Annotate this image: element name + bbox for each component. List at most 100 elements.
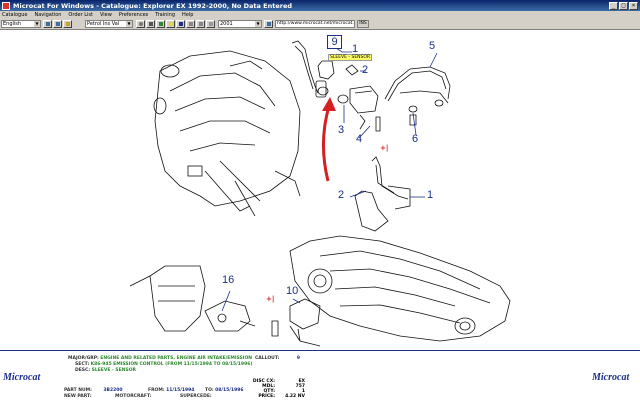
from-row: FROM: 11/15/1994 <box>148 388 194 393</box>
print-icon <box>148 22 153 26</box>
menu-view[interactable]: View <box>99 12 112 18</box>
group-value: Petrol Ins Val <box>87 21 120 27</box>
title-bar: Microcat For Windows - Catalogue: Explor… <box>0 0 640 11</box>
microcat-logo-right: Microcat <box>592 372 630 383</box>
callout-1[interactable]: 1 <box>352 43 359 55</box>
sect-label: SECT: <box>75 362 90 367</box>
menu-training[interactable]: Training <box>155 12 175 18</box>
major-group-row: MAJOR/GRP: ENGINE AND RELATED PARTS, ENG… <box>68 356 252 361</box>
callout-10[interactable]: 10 <box>286 285 299 297</box>
info-icon <box>266 22 271 26</box>
callout-row: CALLOUT: 9 <box>255 356 300 361</box>
menu-order-list[interactable]: Order List <box>68 12 93 18</box>
menu-preferences[interactable]: Preferences <box>118 12 149 18</box>
to-value: 08/15/1996 <box>215 388 244 393</box>
gear-icon <box>208 22 213 26</box>
menu-navigation[interactable]: Navigation <box>34 12 62 18</box>
zoom-in-button[interactable] <box>186 20 195 28</box>
mdl-value: 757 <box>295 384 305 389</box>
major-label: MAJOR/GRP: <box>68 356 99 361</box>
toolbar: English ▼ Petrol Ins Val ▼ 2001 ▼ http:/… <box>0 19 640 30</box>
exploded-view-drawing <box>129 40 511 347</box>
menu-catalogue[interactable]: Catalogue <box>2 12 28 18</box>
sleeve-sensor-label: SLEEVE - SENSOR <box>328 54 373 61</box>
major-value: ENGINE AND RELATED PARTS, ENGINE AIR INT… <box>100 356 253 361</box>
new-part-label: NEW PART: <box>64 394 92 399</box>
callout-value: 9 <box>296 356 301 361</box>
callout-label: CALLOUT: <box>255 356 280 361</box>
search-button[interactable] <box>136 20 145 28</box>
year-select[interactable]: 2001 ▼ <box>218 20 262 28</box>
cart-icon <box>158 22 163 26</box>
minimize-button[interactable]: _ <box>609 1 618 10</box>
home-icon <box>65 22 70 26</box>
dropdown-arrow-icon: ▼ <box>126 21 132 27</box>
callout-2[interactable]: 2 <box>362 64 369 76</box>
description-row: DESC: SLEEVE - SENSOR <box>75 368 136 373</box>
sect-value: EMISSION CONTROL (FROM 11/15/1994 TO 08/… <box>113 362 253 367</box>
new-part-row: NEW PART: <box>64 394 92 399</box>
desc-label: DESC: <box>75 368 91 373</box>
callout-3[interactable]: 3 <box>338 124 345 136</box>
qty-value: 1 <box>301 389 305 394</box>
year-value: 2001 <box>220 21 233 27</box>
app-icon <box>2 1 10 10</box>
callout-4[interactable]: 4 <box>356 133 363 145</box>
print-button[interactable] <box>146 20 155 28</box>
callout-2-lower[interactable]: 2 <box>338 189 345 201</box>
section-row: SECT: K86-945 EMISSION CONTROL (FROM 11/… <box>75 362 252 367</box>
part-label: PART NUM: <box>64 388 92 393</box>
order-button[interactable] <box>156 20 165 28</box>
callout-plus-1[interactable]: +| <box>380 144 389 152</box>
callout-9[interactable]: 9 <box>327 35 342 49</box>
home-button[interactable] <box>63 20 72 28</box>
url-field[interactable]: http://www.microcat.net/microcat.htm <box>275 20 355 28</box>
notes-button[interactable] <box>166 20 175 28</box>
arrow-right-icon <box>55 22 60 26</box>
note-icon <box>168 22 173 26</box>
part-value: 3B2200 <box>103 388 123 393</box>
parts-diagram: 9 1 SLEEVE - SENSOR 2 5 3 4 6 +| 2 1 16 … <box>0 31 640 350</box>
zoom-out-button[interactable] <box>196 20 205 28</box>
dropdown-arrow-icon: ▼ <box>255 21 261 27</box>
desc-value: SLEEVE - SENSOR <box>91 368 137 373</box>
callout-5[interactable]: 5 <box>429 40 436 52</box>
mdl-label: MDL: <box>262 384 275 389</box>
from-value: 11/15/1994 <box>166 388 195 393</box>
zoom-out-icon <box>198 22 203 26</box>
motorcraft-label: MOTORCRAFT: <box>115 394 152 399</box>
window-title: Microcat For Windows - Catalogue: Explor… <box>13 1 293 10</box>
close-button[interactable]: × <box>629 1 638 10</box>
part-info-panel: Microcat Microcat MAJOR/GRP: ENGINE AND … <box>0 350 640 400</box>
to-label: TO: <box>205 388 214 393</box>
settings-button[interactable] <box>206 20 215 28</box>
microcat-logo-left: Microcat <box>3 372 41 383</box>
callout-plus-2[interactable]: +| <box>266 295 275 303</box>
help-icon <box>178 22 183 26</box>
price-label: PRICE: <box>258 394 275 399</box>
language-value: English <box>3 21 22 27</box>
from-label: FROM: <box>148 388 165 393</box>
disc-cx-label: DISC CX: <box>252 379 275 384</box>
supercede-label: SUPERCEDE: <box>180 394 212 399</box>
dropdown-arrow-icon: ▼ <box>34 21 40 27</box>
callout-6[interactable]: 6 <box>412 133 419 145</box>
price-value: 4.22 NV <box>285 394 305 399</box>
maximize-button[interactable]: □ <box>619 1 628 10</box>
callout-16[interactable]: 16 <box>222 274 235 286</box>
disc-cx-value: EX <box>298 379 305 384</box>
help-button[interactable] <box>176 20 185 28</box>
search-icon <box>138 22 143 26</box>
url-go-button[interactable]: INS <box>357 20 369 28</box>
language-select[interactable]: English ▼ <box>1 20 41 28</box>
menu-bar: Catalogue Navigation Order List View Pre… <box>0 11 640 19</box>
qty-label: QTY: <box>263 389 275 394</box>
info-button[interactable] <box>264 20 273 28</box>
back-button[interactable] <box>43 20 52 28</box>
group-select[interactable]: Petrol Ins Val ▼ <box>85 20 133 28</box>
menu-help[interactable]: Help <box>182 12 194 18</box>
arrow-left-icon <box>45 22 50 26</box>
callout-1-lower[interactable]: 1 <box>427 189 434 201</box>
sect-code: K86-945 <box>90 362 112 367</box>
forward-button[interactable] <box>53 20 62 28</box>
